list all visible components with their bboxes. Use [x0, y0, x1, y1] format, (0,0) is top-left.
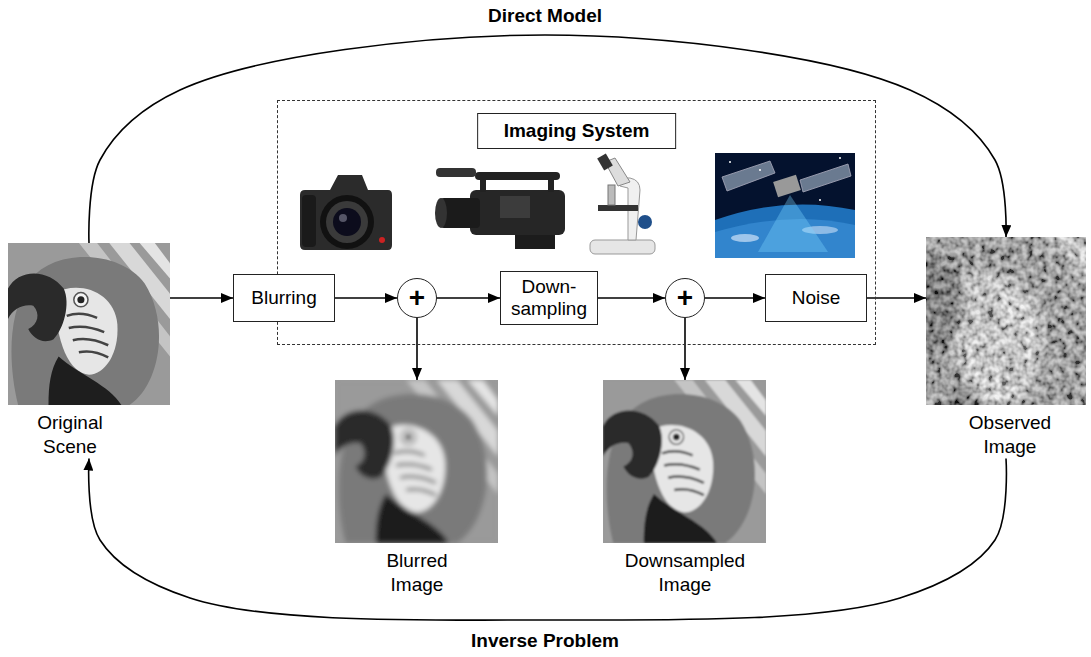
flow-arrow	[598, 297, 665, 299]
camera-icon	[300, 175, 392, 250]
sum-junction: +	[665, 278, 705, 318]
box-label: Noise	[792, 287, 841, 309]
plus-sign: +	[409, 284, 425, 312]
region-heading: Imaging System	[477, 113, 677, 149]
sum-junction: +	[397, 278, 437, 318]
image-node: Observed Image	[926, 237, 1086, 459]
image-node: Blurred Image	[335, 380, 498, 597]
original-image	[8, 243, 170, 405]
edge-label: Direct Model	[484, 5, 606, 27]
image-node: Downsampled Image	[603, 380, 766, 597]
blurred-image	[335, 380, 498, 543]
caption: Observed Image	[950, 411, 1070, 459]
flow-arrow	[335, 297, 397, 299]
caption: Original Scene	[10, 411, 130, 459]
microscope-icon	[590, 153, 655, 254]
flow-arrow	[437, 297, 500, 299]
box-label: Blurring	[251, 287, 316, 309]
caption: Downsampled Image	[620, 549, 750, 597]
process-box: Blurring	[233, 274, 335, 322]
edge-label: Inverse Problem	[467, 630, 623, 652]
flow-arrow	[170, 297, 233, 299]
downsampled-image	[603, 380, 766, 543]
satellite-photo	[715, 153, 855, 258]
caption: Blurred Image	[367, 549, 467, 597]
flow-arrow	[684, 318, 686, 380]
flow-arrow	[416, 318, 418, 380]
flow-arrow	[89, 459, 1007, 621]
box-label: Down- sampling	[507, 276, 591, 320]
process-box: Down- sampling	[500, 271, 598, 325]
camcorder-icon	[435, 168, 565, 249]
plus-sign: +	[677, 284, 693, 312]
flow-arrow	[89, 35, 1006, 243]
flow-arrow	[705, 297, 765, 299]
image-node: Original Scene	[8, 243, 170, 459]
process-box: Noise	[765, 274, 867, 322]
system-region: Imaging System + Down- sampling + Noise	[277, 100, 876, 345]
